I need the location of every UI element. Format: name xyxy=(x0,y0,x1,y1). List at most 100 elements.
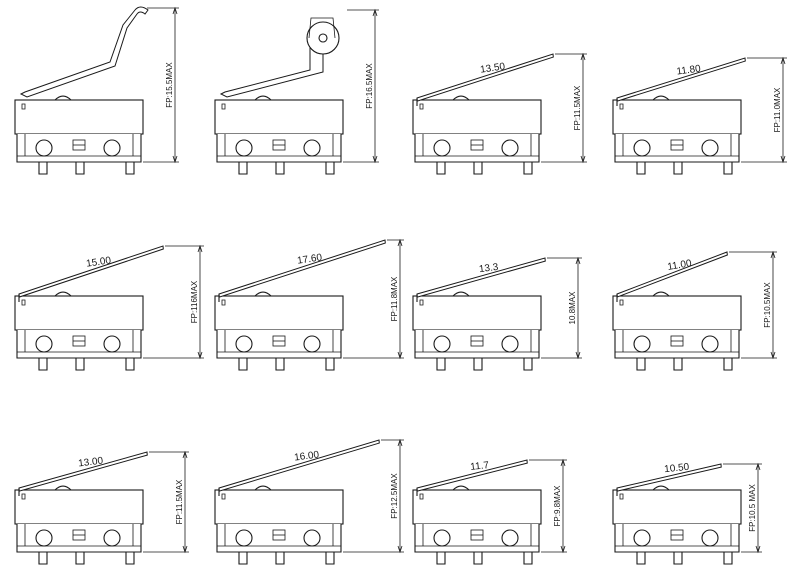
terminal-pin xyxy=(38,552,48,565)
dimension-arrow-bottom xyxy=(560,545,566,554)
dimension-arrow-top xyxy=(397,238,403,247)
plunger xyxy=(652,95,670,101)
switch-housing xyxy=(612,489,742,525)
height-label: FP:9.8MAX xyxy=(553,485,562,527)
micro-switch: 11.7FP:9.8MAX xyxy=(412,458,567,565)
base-side xyxy=(622,134,732,156)
base-side xyxy=(622,330,732,352)
polarity-mark xyxy=(21,103,26,110)
height-label: FP:116MAX xyxy=(190,280,199,323)
terminal-pin xyxy=(275,162,285,175)
base-side xyxy=(24,134,134,156)
plunger xyxy=(652,485,670,491)
micro-switch: FP:15.5MAX xyxy=(14,6,179,175)
dimension-arrow-top xyxy=(755,462,761,471)
hook-lever xyxy=(19,6,149,98)
lever-arm xyxy=(416,53,554,102)
switch-housing xyxy=(214,489,344,525)
base-side xyxy=(24,330,134,352)
plunger xyxy=(452,291,470,297)
lever-arm xyxy=(616,251,728,298)
lever-length-label: 11.7 xyxy=(470,460,490,473)
height-label: FP:10.5MAX xyxy=(763,282,772,328)
height-label: FP:10.5 MAX xyxy=(748,484,757,532)
switch-housing xyxy=(412,489,542,525)
terminal-pin xyxy=(238,162,248,175)
switch-housing xyxy=(214,295,344,331)
terminal-pin xyxy=(275,552,285,565)
polarity-mark xyxy=(21,299,26,306)
dimension-arrow-bottom xyxy=(575,351,581,360)
lever-length-label: 11.80 xyxy=(676,63,702,77)
switch-housing xyxy=(612,99,742,135)
terminal-pin xyxy=(238,358,248,371)
polarity-mark xyxy=(21,493,26,500)
base-side xyxy=(224,524,334,546)
polarity-mark xyxy=(221,299,226,306)
dimension-arrow-top xyxy=(182,450,188,459)
polarity-mark xyxy=(221,493,226,500)
roller-axle xyxy=(318,33,328,43)
base-side xyxy=(224,330,334,352)
terminal-pin xyxy=(75,358,85,371)
switch-housing xyxy=(412,99,542,135)
terminal-pin xyxy=(523,552,533,565)
terminal-pin xyxy=(673,552,683,565)
terminal-pin xyxy=(473,162,483,175)
lever-length-label: 13.00 xyxy=(78,455,105,469)
lever-length-label: 15.00 xyxy=(85,255,112,270)
dimension-arrow-top xyxy=(397,438,403,447)
base-side xyxy=(422,134,532,156)
height-label: FP:11.5MAX xyxy=(175,479,184,524)
lever-arm xyxy=(218,439,380,492)
terminal-pin xyxy=(75,162,85,175)
lever-length-label: 11.00 xyxy=(667,258,693,273)
micro-switch: 13.310.8MAX xyxy=(412,256,582,371)
terminal-pin xyxy=(723,162,733,175)
dimension-arrow-bottom xyxy=(780,155,786,164)
base-side xyxy=(422,330,532,352)
terminal-pin xyxy=(38,358,48,371)
dimension-arrow-bottom xyxy=(755,545,761,554)
roller-bracket xyxy=(308,17,336,39)
terminal-pin xyxy=(436,552,446,565)
lever-length-label: 16.00 xyxy=(294,449,321,463)
micro-switch: FP:16.5MAX xyxy=(214,8,379,175)
terminal-pin xyxy=(473,552,483,565)
polarity-mark xyxy=(419,103,424,110)
terminal-pin xyxy=(436,162,446,175)
terminal-pin xyxy=(723,552,733,565)
dimension-arrow-top xyxy=(197,244,203,253)
height-label: FP:11.8MAX xyxy=(390,276,399,321)
dimension-arrow-top xyxy=(560,458,566,467)
switch-housing xyxy=(214,99,344,135)
dimension-arrow-top xyxy=(580,52,586,61)
lever-length-label: 17.60 xyxy=(296,252,323,266)
base-side xyxy=(422,524,532,546)
base-side xyxy=(24,524,134,546)
switch-housing xyxy=(14,489,144,525)
terminal-pin xyxy=(238,552,248,565)
terminal-pin xyxy=(38,162,48,175)
dimension-arrow-bottom xyxy=(372,155,378,164)
plunger xyxy=(54,485,72,491)
roller-lever-arm xyxy=(219,41,324,98)
switch-housing xyxy=(14,295,144,331)
terminal-pin xyxy=(673,162,683,175)
dimension-arrow-bottom xyxy=(770,351,776,360)
polarity-mark xyxy=(619,103,624,110)
polarity-mark xyxy=(419,493,424,500)
switch-housing xyxy=(412,295,542,331)
dimension-arrow-bottom xyxy=(182,545,188,554)
height-label: FP:12.5MAX xyxy=(390,473,399,519)
dimension-arrow-top xyxy=(575,256,581,265)
height-label: FP:11.5MAX xyxy=(573,85,582,130)
lever-length-label: 10.50 xyxy=(664,462,690,476)
dimension-arrow-bottom xyxy=(172,155,178,164)
